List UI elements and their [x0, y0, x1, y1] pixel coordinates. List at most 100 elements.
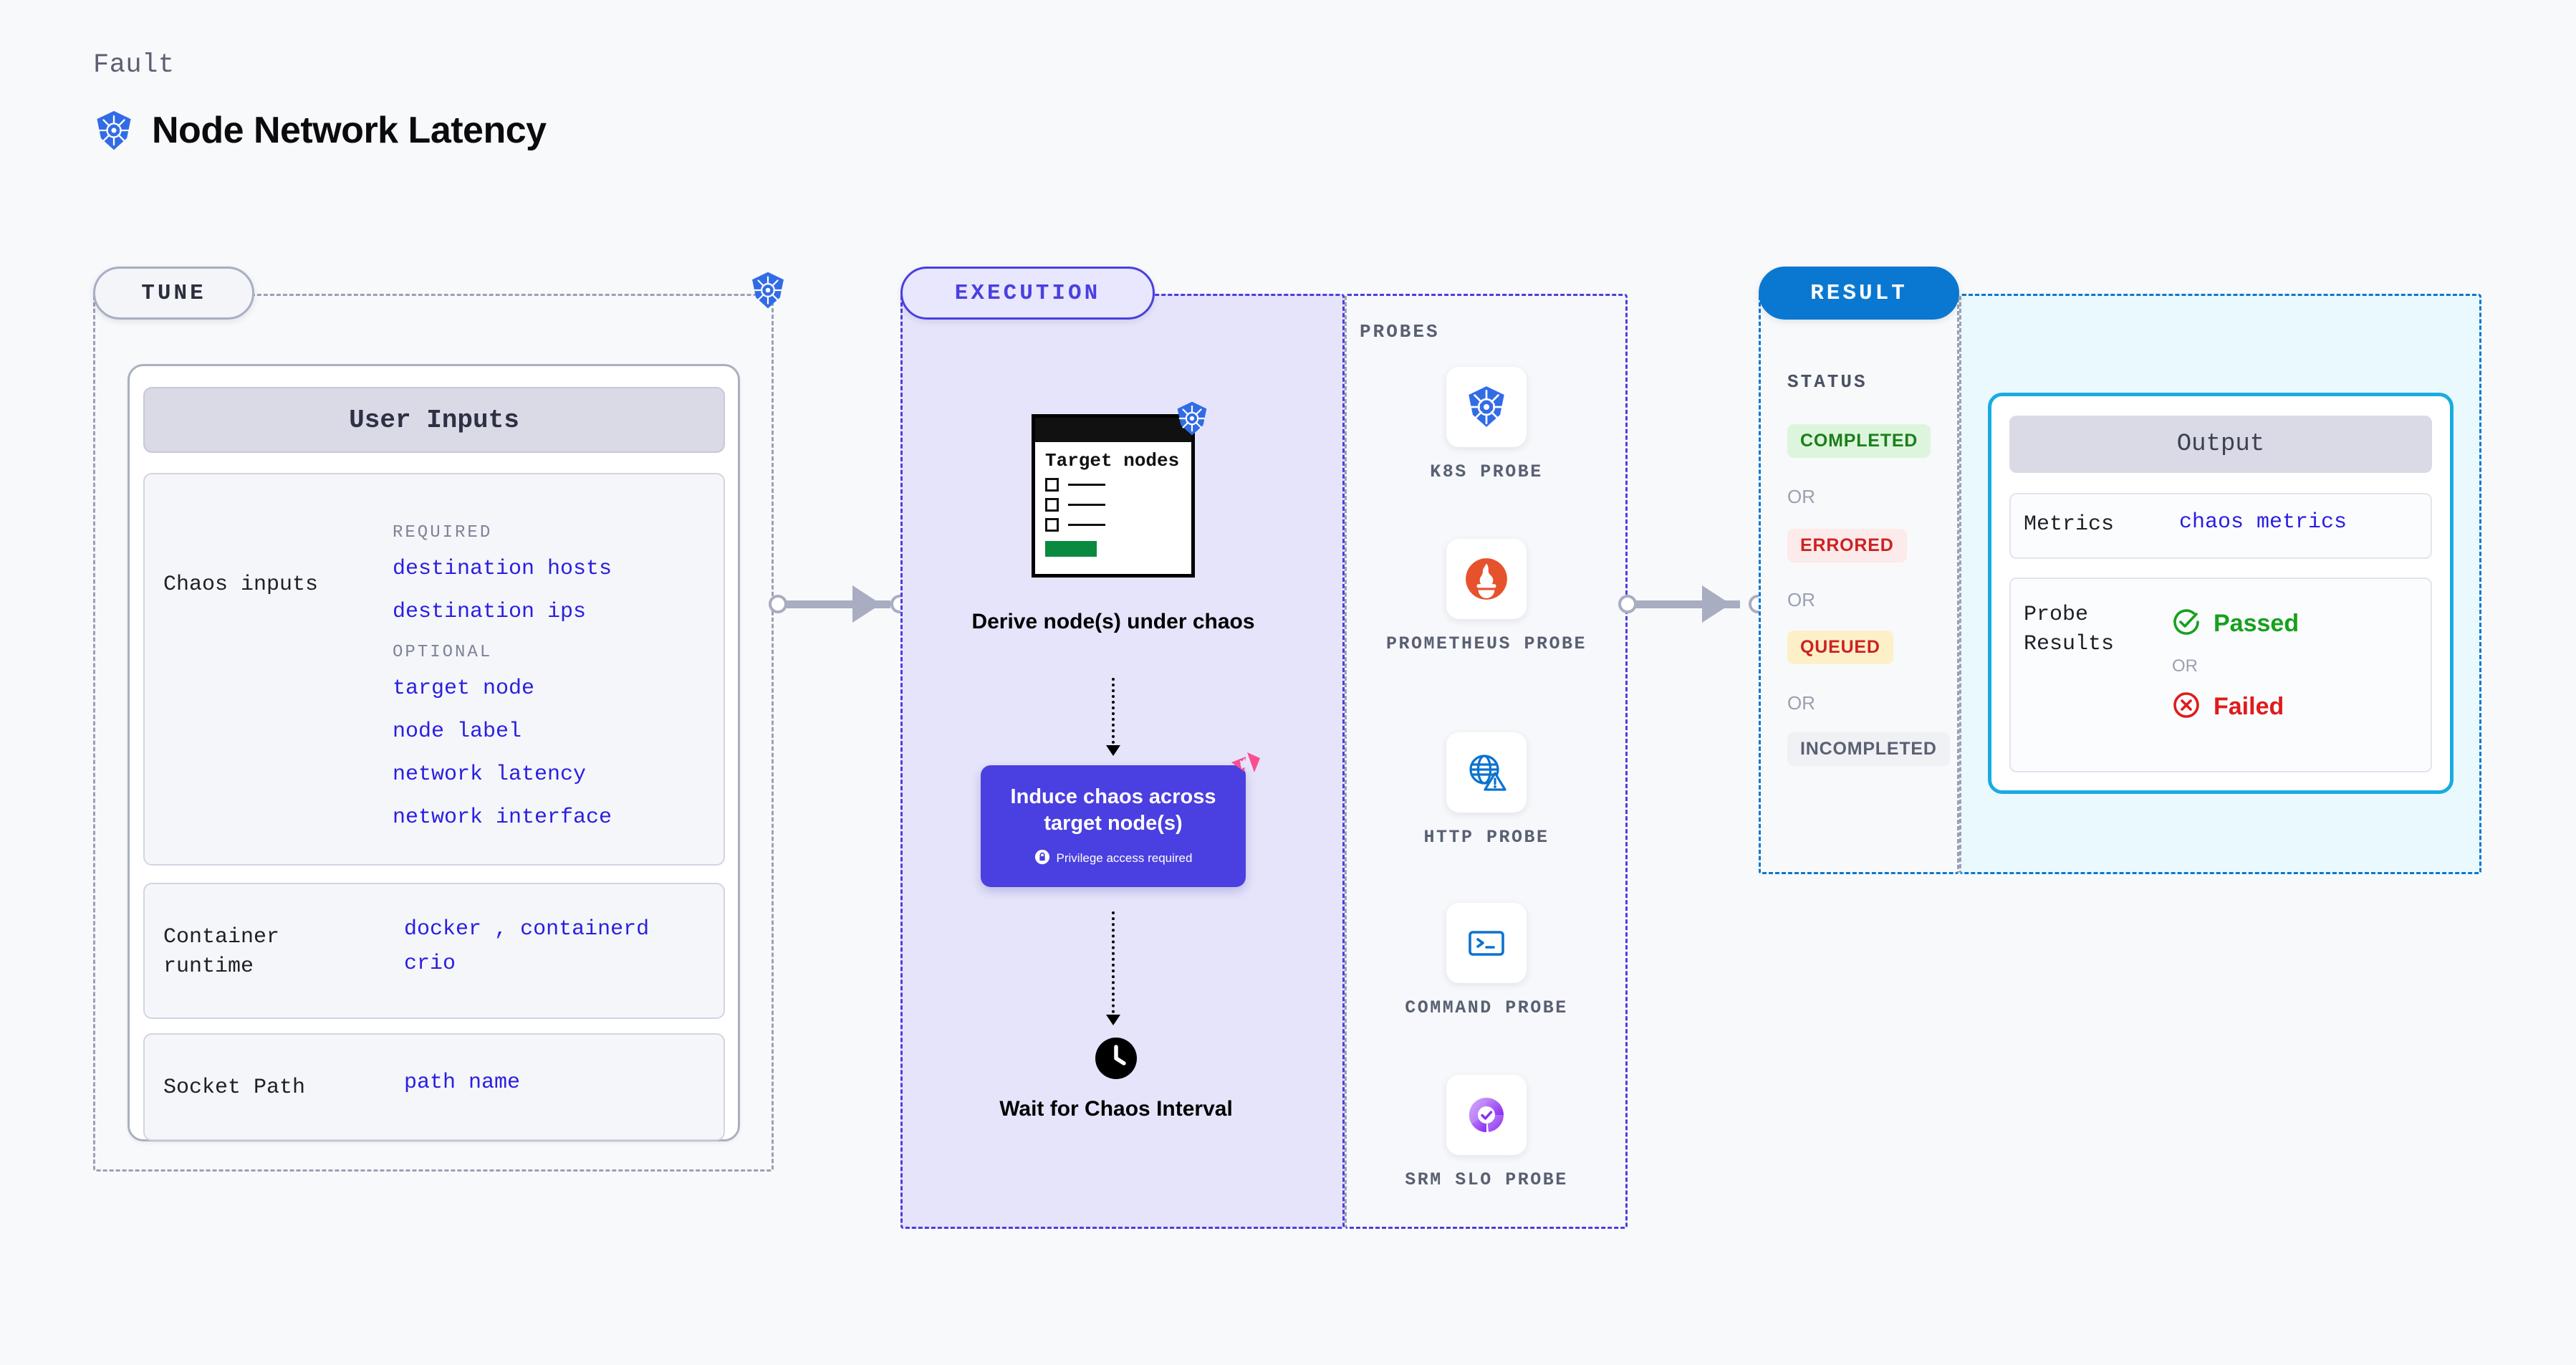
privilege-note-text: Privilege access required [1056, 851, 1193, 866]
list-item [1045, 498, 1191, 512]
induce-chaos-node[interactable]: Induce chaos across target node(s) Privi… [981, 752, 1260, 887]
lock-icon [1034, 849, 1050, 868]
status-badge-incompleted: INCOMPLETED [1787, 732, 1950, 766]
chaos-inputs-label: Chaos inputs [163, 573, 319, 597]
runtime-value-containerd[interactable]: containerd [520, 917, 650, 942]
failed-label: Failed [2214, 693, 2284, 720]
input-value-node-label[interactable]: node label [393, 719, 522, 744]
input-value-network-interface[interactable]: network interface [393, 805, 612, 830]
result-section-pill[interactable]: RESULT [1759, 267, 1959, 320]
probe-label: COMMAND PROBE [1405, 997, 1568, 1018]
execution-section-pill[interactable]: EXECUTION [900, 267, 1155, 320]
probe-label: SRM SLO PROBE [1405, 1169, 1568, 1190]
passed-label: Passed [2214, 610, 2299, 637]
probe-item-srm-slo[interactable]: SRM SLO PROBE [1368, 1075, 1605, 1192]
metrics-label: Metrics [2024, 512, 2115, 537]
page-title-row: Node Network Latency [93, 109, 547, 152]
list-line [1068, 484, 1105, 487]
probe-result-failed: Failed [2171, 689, 2284, 724]
probe-item-http[interactable]: HTTP PROBE [1368, 732, 1605, 850]
or-separator: OR [1787, 692, 1815, 714]
or-separator: OR [1787, 589, 1815, 610]
container-runtime-row [143, 883, 725, 1019]
connector-line-execution-result [1634, 600, 1740, 608]
globe-warning-icon [1446, 732, 1527, 813]
srm-slo-icon [1446, 1075, 1527, 1155]
prometheus-icon [1446, 539, 1527, 619]
privilege-note: Privilege access required [1034, 849, 1193, 868]
input-value-destination-hosts[interactable]: destination hosts [393, 557, 612, 581]
check-circle-icon [2171, 606, 2202, 641]
or-separator: OR [1787, 486, 1815, 507]
kubernetes-icon [93, 110, 135, 151]
status-badge-queued: QUEUED [1787, 631, 1893, 664]
kubernetes-icon [749, 271, 787, 313]
fault-eyebrow-label: Fault [93, 50, 175, 80]
socket-path-row [143, 1033, 725, 1141]
page-title: Node Network Latency [152, 110, 547, 151]
checkbox-icon [1045, 518, 1059, 532]
chaos-inputs-values: REQUIRED destination hosts destination i… [393, 523, 612, 848]
kubernetes-icon [1446, 367, 1527, 447]
probes-section-label: PROBES [1360, 321, 1440, 343]
metrics-row [2009, 493, 2432, 559]
x-circle-icon [2171, 689, 2202, 724]
list-line [1068, 524, 1105, 527]
tune-section-boundary [93, 294, 774, 1172]
input-value-destination-ips[interactable]: destination ips [393, 600, 587, 624]
probe-result-passed: Passed [2171, 606, 2299, 641]
probe-results-row [2009, 578, 2432, 772]
probe-results-label: Probe Results [2024, 603, 2115, 656]
runtime-value-crio[interactable]: crio [404, 952, 456, 976]
page-header: Fault Node Network Latency [93, 50, 547, 152]
required-heading: REQUIRED [393, 523, 493, 542]
induce-chaos-caption: Induce chaos across target node(s) [1010, 785, 1216, 835]
socket-path-value[interactable]: path name [404, 1071, 521, 1095]
status-section-label: STATUS [1787, 371, 1868, 393]
probe-label: K8S PROBE [1430, 461, 1543, 482]
target-nodes-heading: Target nodes [1045, 450, 1180, 471]
probe-item-k8s[interactable]: K8S PROBE [1368, 367, 1605, 484]
progress-bar [1045, 541, 1097, 557]
status-badge-errored: ERRORED [1787, 529, 1907, 562]
runtime-separator: , [494, 917, 508, 942]
connector-arrowhead-execution [852, 585, 881, 623]
checkbox-icon [1045, 498, 1059, 512]
flow-arrow-line [1112, 678, 1115, 749]
list-item [1045, 478, 1191, 492]
probe-item-prometheus[interactable]: PROMETHEUS PROBE [1368, 539, 1605, 656]
target-nodes-titlebar [1035, 418, 1191, 442]
clock-icon [1095, 1038, 1137, 1083]
container-runtime-values: docker , containerd crio [404, 917, 649, 995]
probe-label: HTTP PROBE [1423, 827, 1549, 848]
chaos-inputs-row [143, 473, 725, 866]
output-title: Output [2009, 416, 2432, 473]
terminal-icon [1446, 903, 1527, 983]
tune-section-pill[interactable]: TUNE [93, 267, 254, 320]
socket-path-label: Socket Path [163, 1076, 306, 1100]
connector-arrowhead-result [1702, 585, 1731, 623]
flow-arrow-head [1106, 745, 1120, 756]
wait-interval-caption: Wait for Chaos Interval [999, 1097, 1233, 1121]
optional-heading: OPTIONAL [393, 643, 493, 662]
container-runtime-label: Container runtime [163, 925, 280, 979]
input-value-network-latency[interactable]: network latency [393, 762, 587, 787]
runtime-value-docker[interactable]: docker [404, 917, 482, 942]
list-item [1045, 518, 1191, 532]
or-separator: OR [2172, 656, 2198, 676]
status-badge-completed: COMPLETED [1787, 424, 1931, 458]
flow-arrow-head [1106, 1015, 1120, 1025]
input-value-target-node[interactable]: target node [393, 676, 535, 701]
connector-line-tune-execution [784, 600, 890, 608]
flow-arrow-line [1112, 911, 1115, 1019]
chaos-icon [1226, 748, 1263, 789]
metrics-value[interactable]: chaos metrics [2179, 510, 2347, 535]
target-nodes-card: Target nodes [1032, 401, 1207, 578]
target-nodes-body: Target nodes [1035, 442, 1191, 557]
list-line [1068, 504, 1105, 507]
checkbox-icon [1045, 478, 1059, 492]
probe-item-command[interactable]: COMMAND PROBE [1368, 903, 1605, 1020]
result-status-boundary [1759, 294, 1959, 874]
probe-label: PROMETHEUS PROBE [1385, 633, 1587, 654]
derive-nodes-caption: Derive node(s) under chaos [971, 610, 1255, 633]
